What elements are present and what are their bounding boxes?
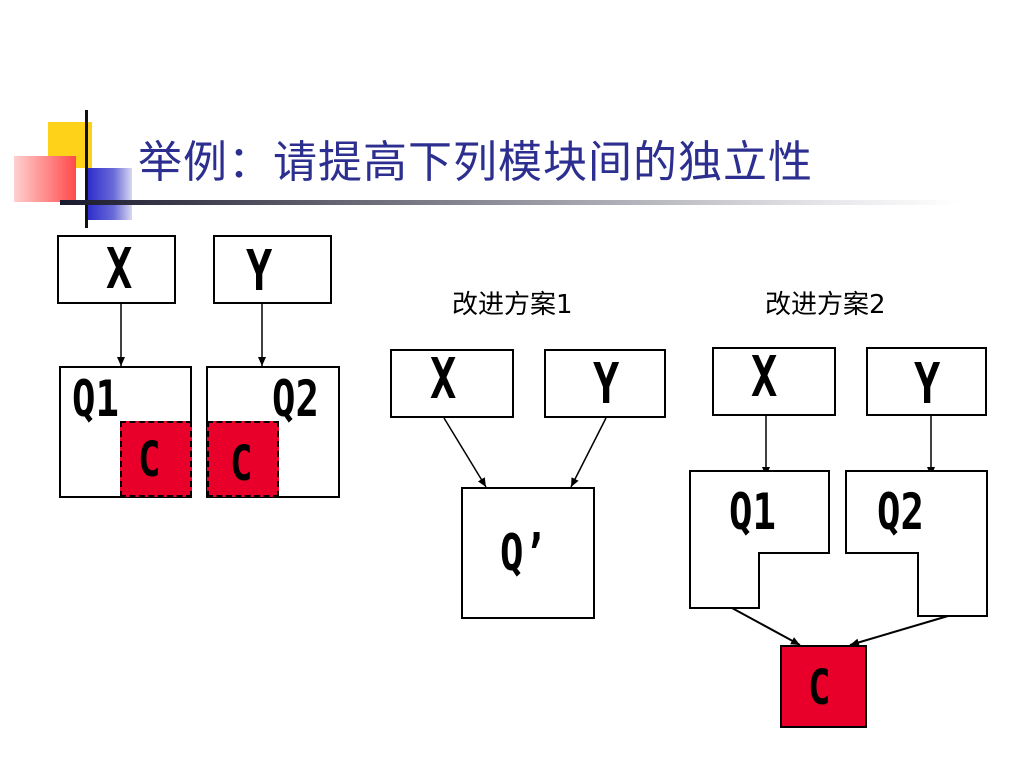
plan2-caption: 改进方案2 — [765, 290, 886, 320]
plan2-module-x-label: X — [751, 345, 778, 410]
module-q2-plan2-outline — [845, 470, 988, 617]
slide-title: 举例：请提高下列模块间的独立性 — [138, 137, 813, 188]
arrow-q1-to-c — [731, 607, 801, 646]
deco-blue-square — [86, 168, 132, 220]
module-x-label: X — [106, 237, 133, 302]
module-x — [57, 235, 176, 304]
plan2-common-c-label: C — [808, 660, 831, 716]
module-y-label: Y — [246, 239, 273, 304]
common-c-in-q2-label: C — [230, 436, 253, 492]
plan1-module-qprime — [461, 487, 595, 619]
plan2-module-y-label: Y — [914, 352, 941, 417]
common-c-in-q1 — [120, 421, 192, 497]
module-y — [213, 235, 332, 304]
common-c-in-q1-label: C — [138, 432, 161, 488]
plan2-common-c — [780, 645, 867, 728]
module-q1-label: Q1 — [72, 370, 119, 428]
plan2-module-x — [712, 347, 836, 416]
plan1-module-y-label: Y — [593, 352, 620, 417]
deco-red-square — [14, 156, 76, 202]
plan2-module-y — [866, 347, 987, 416]
plan2-module-q1-label: Q1 — [729, 483, 776, 541]
common-c-in-q2 — [207, 421, 279, 497]
plan1-module-y — [544, 349, 666, 418]
module-q1-plan2-outline — [689, 470, 830, 609]
arrow-x-to-qprime — [443, 417, 487, 488]
arrow-q2-to-c — [849, 615, 949, 647]
plan2-module-q2-label: Q2 — [877, 483, 924, 541]
arrow-y-to-qprime — [570, 417, 607, 488]
module-q2-label: Q2 — [272, 370, 319, 428]
plan1-module-qprime-label: Q’ — [500, 524, 547, 582]
plan1-module-x-label: X — [430, 347, 457, 412]
title-underline — [60, 200, 960, 205]
deco-vertical-line — [85, 110, 88, 228]
plan1-module-x — [390, 349, 514, 418]
plan1-caption: 改进方案1 — [452, 290, 573, 320]
